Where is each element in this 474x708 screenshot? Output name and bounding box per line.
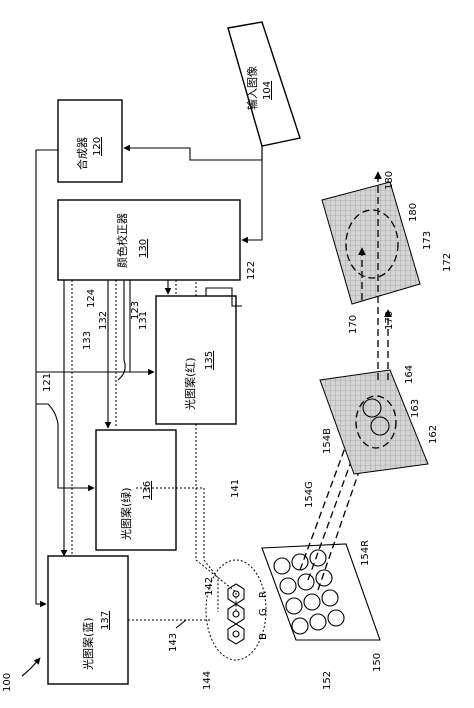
- light-pattern-green-ref: 136: [142, 481, 153, 500]
- input-image-block: 输入图像 104: [227, 21, 301, 147]
- ref-124: 124: [86, 289, 97, 308]
- combiner-name: 合成器: [75, 137, 89, 170]
- beam-letter-g: G: [258, 608, 269, 616]
- projection-arrows: 170 170 180: [348, 171, 395, 380]
- combiner-ref: 120: [92, 137, 103, 156]
- light-pattern-red-ref: 135: [204, 351, 215, 370]
- light-pattern-red-name: 光图案(红): [183, 357, 197, 410]
- ref-144: 144: [202, 671, 213, 690]
- ref-180: 180: [384, 171, 395, 190]
- display-plane-170: 180 173 172: [321, 181, 453, 305]
- ref-122: 122: [246, 261, 257, 280]
- ref-150: 150: [372, 653, 383, 672]
- ref-154g: 154G: [304, 481, 315, 508]
- ref-154r: 154R: [360, 540, 371, 566]
- light-pattern-green-name: 光图案(绿): [119, 487, 133, 540]
- ref-173: 180: [408, 203, 419, 222]
- beam-letter-b: B: [258, 633, 269, 640]
- ref-142: 142: [204, 577, 215, 596]
- microlens-array: 152 150: [261, 543, 383, 690]
- display-plane-160: 164 163 162: [319, 365, 439, 475]
- color-corrector-name: 颜色校正器: [115, 213, 129, 268]
- ref-164-b: 170: [384, 311, 395, 330]
- color-corrector-ref: 130: [138, 239, 149, 258]
- ref-163: 164: [404, 365, 415, 384]
- ref-132: 132: [98, 311, 109, 330]
- ref-141: 141: [230, 479, 241, 498]
- optical-paths: 141 142 143: [128, 424, 241, 652]
- figure-ref-label: 100: [2, 673, 13, 692]
- ref-162: 163: [410, 399, 421, 418]
- light-pattern-red-block: 光图案(红) 135: [155, 295, 237, 425]
- corrector-signals: 133 132 124 123 131 122: [60, 261, 257, 557]
- ref-121: 121: [42, 373, 53, 392]
- ref-170: 172: [442, 253, 453, 272]
- ref-172: 173: [422, 231, 433, 250]
- light-pattern-green-block: 光图案(绿) 136: [95, 429, 177, 551]
- ref-123: 123: [130, 301, 141, 320]
- ref-152: 152: [322, 671, 333, 690]
- combining-optics: 144 B G R: [202, 559, 269, 690]
- beam-letter-r: R: [258, 591, 269, 598]
- color-corrector-block: 颜色校正器 130: [57, 199, 241, 281]
- ref-143: 143: [168, 633, 179, 652]
- ref-131: 131: [138, 311, 149, 330]
- combiner-block: 合成器 120: [57, 99, 123, 183]
- light-pattern-blue-name: 光图案(蓝): [81, 617, 95, 670]
- ref-160: 162: [428, 425, 439, 444]
- input-image-name: 输入图像: [245, 66, 259, 110]
- light-pattern-blue-block: 光图案(蓝) 137: [47, 555, 129, 685]
- figure-ref-100: 100: [2, 657, 41, 692]
- ref-164-a: 170: [348, 315, 359, 334]
- light-pattern-blue-ref: 137: [100, 611, 111, 630]
- signal-121-bus: 121: [35, 149, 155, 608]
- input-image-ref: 104: [262, 81, 273, 100]
- input-connections: [123, 144, 263, 244]
- ref-154b: 154B: [322, 428, 333, 454]
- ref-133: 133: [82, 331, 93, 350]
